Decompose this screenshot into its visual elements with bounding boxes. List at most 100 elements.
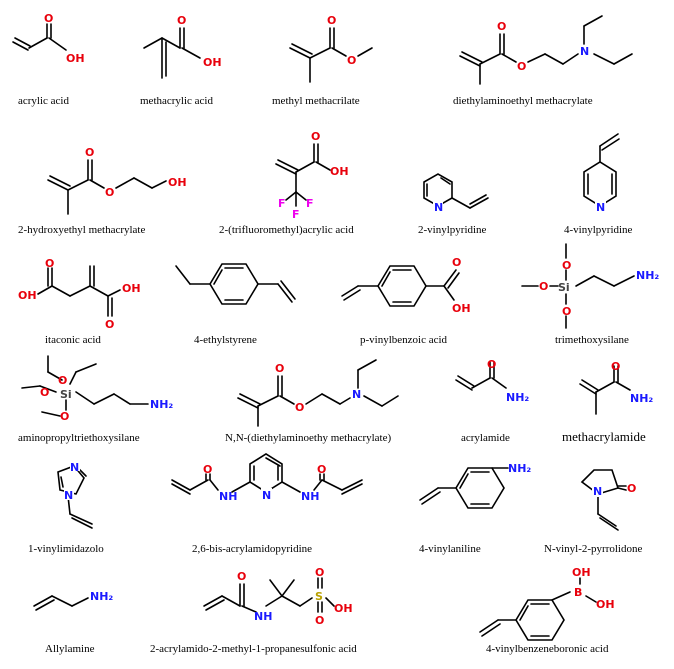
atom-N: N — [64, 489, 73, 502]
molecule-label: 2,6-bis-acrylamidopyridine — [192, 543, 312, 555]
molecule-trimethoxysilane: O O Si O NH₂ trimethoxysilane — [521, 243, 659, 346]
molecule-label: 4-vinylbenzeneboronic acid — [486, 643, 609, 655]
atom-O: O — [237, 570, 246, 583]
atom-O: O — [497, 20, 506, 33]
atom-N: N — [70, 461, 79, 474]
molecule-diethylaminoethyl-methacrylate: O O N diethylaminoethyl methacrylate — [453, 15, 633, 107]
molecule-label: 2-hydroxyethyl methacrylate — [18, 224, 145, 236]
molecule-trifluoromethyl-acrylic-acid: O OH F F F 2-(trifluoromethyl)acrylic ac… — [219, 130, 354, 236]
atom-NH2: NH₂ — [150, 398, 173, 411]
molecule-label: acrylamide — [461, 432, 510, 444]
atom-OH: OH — [596, 598, 615, 611]
atom-O: O — [85, 146, 94, 159]
atom-F: F — [306, 197, 314, 210]
molecule-allylamine: NH₂ Allylamine — [33, 590, 113, 655]
atom-OH: OH — [334, 602, 353, 615]
atom-Si: Si — [60, 388, 72, 401]
atom-OH: OH — [168, 176, 187, 189]
atom-O: O — [517, 60, 526, 73]
molecule-4-vinylaniline: NH₂ 4-vinylaniline — [419, 462, 531, 555]
atom-O: O — [539, 280, 548, 293]
molecule-4-vinylpyridine: N 4-vinylpyridine — [564, 133, 633, 236]
molecule-label: Allylamine — [45, 643, 95, 655]
atom-O: O — [58, 374, 67, 387]
atom-OH: OH — [452, 302, 471, 315]
atom-B: B — [574, 586, 582, 599]
atom-O: O — [562, 305, 571, 318]
atom-N: N — [596, 201, 605, 214]
molecule-2-hydroxyethyl-methacrylate: O O OH 2-hydroxyethyl methacrylate — [18, 146, 187, 236]
atom-OH: OH — [122, 282, 141, 295]
molecule-n-vinyl-pyrrolidone: N O N-vinyl-2-pyrrolidone — [544, 469, 642, 555]
molecule-acrylamide: O NH₂ acrylamide — [455, 358, 529, 444]
molecule-amps: O NH O S O OH 2-acrylamido-2-methyl-1-pr… — [150, 566, 357, 655]
molecule-p-vinylbenzoic-acid: O OH p-vinylbenzoic acid — [341, 256, 471, 346]
atom-N: N — [434, 201, 443, 214]
atom-O: O — [295, 401, 304, 414]
molecule-acrylic-acid: O OH acrylic acid — [12, 12, 85, 107]
molecule-4-ethylstyrene: 4-ethylstyrene — [175, 263, 296, 346]
atom-OH: OH — [66, 52, 85, 65]
molecule-label: 1-vinylimidazolo — [28, 543, 104, 555]
atom-NH2: NH₂ — [508, 462, 531, 475]
atom-O: O — [60, 410, 69, 423]
molecule-label: N-vinyl-2-pyrrolidone — [544, 543, 642, 555]
molecule-label: itaconic acid — [45, 334, 101, 346]
molecule-label: diethylaminoethyl methacrylate — [453, 95, 593, 107]
molecule-label: aminopropyltriethoxysilane — [18, 432, 140, 444]
molecule-label: methacrylic acid — [140, 95, 213, 107]
atom-O: O — [487, 358, 496, 371]
atom-NH: NH — [301, 490, 319, 503]
atom-N: N — [580, 45, 589, 58]
molecule-label: trimethoxysilane — [555, 334, 629, 346]
molecule-bis-acrylamidopyridine: O NH N NH O 2,6-bis-acrylamidopyridine — [171, 453, 363, 555]
molecule-label: 4-vinylaniline — [419, 543, 481, 555]
atom-O: O — [627, 482, 636, 495]
atom-N: N — [352, 388, 361, 401]
atom-NH2: NH₂ — [506, 391, 529, 404]
atom-O: O — [317, 463, 326, 476]
atom-F: F — [278, 197, 286, 210]
molecule-label: p-vinylbenzoic acid — [360, 334, 448, 346]
atom-OH: OH — [572, 566, 591, 579]
atom-O: O — [327, 14, 336, 27]
atom-F: F — [292, 208, 300, 221]
atom-NH2: NH₂ — [90, 590, 113, 603]
molecule-label: 4-vinylpyridine — [564, 224, 633, 236]
atom-O: O — [40, 386, 49, 399]
atom-N: N — [262, 489, 271, 502]
molecule-label: methyl methacrilate — [272, 95, 360, 107]
atom-O: O — [177, 14, 186, 27]
molecule-methacrylic-acid: O OH methacrylic acid — [140, 14, 222, 107]
molecule-1-vinylimidazolo: N N 1-vinylimidazolo — [28, 459, 104, 555]
molecule-nn-diethylaminoethy-methacrylate: O O N N,N-(diethylaminoethy methacrylate… — [225, 359, 399, 444]
molecule-4-vinylbenzeneboronic-acid: OH B OH 4-vinylbenzeneboronic acid — [479, 566, 615, 655]
molecule-itaconic-acid: O OH OH O itaconic acid — [18, 257, 141, 346]
molecule-label: methacrylamide — [562, 429, 646, 444]
atom-O: O — [44, 12, 53, 25]
molecule-methyl-methacrilate: O O methyl methacrilate — [272, 14, 373, 107]
molecule-label: 2-vinylpyridine — [418, 224, 487, 236]
atom-Si: Si — [558, 281, 570, 294]
atom-NH: NH — [254, 610, 272, 623]
atom-O: O — [105, 186, 114, 199]
molecule-label: 2-(trifluoromethyl)acrylic acid — [219, 224, 354, 236]
atom-O: O — [311, 130, 320, 143]
atom-O: O — [452, 256, 461, 269]
molecule-methacrylamide: O NH₂ methacrylamide — [562, 360, 653, 444]
atom-NH2: NH₂ — [630, 392, 653, 405]
atom-O: O — [347, 54, 356, 67]
atom-S: S — [315, 590, 323, 603]
atom-OH: OH — [330, 165, 349, 178]
atom-O: O — [315, 566, 324, 579]
molecule-label: 2-acrylamido-2-methyl-1-propanesulfonic … — [150, 643, 357, 655]
molecule-label: 4-ethylstyrene — [194, 334, 257, 346]
atom-O: O — [562, 259, 571, 272]
atom-O: O — [45, 257, 54, 270]
atom-NH: NH — [219, 490, 237, 503]
atom-O: O — [315, 614, 324, 627]
atom-O: O — [611, 360, 620, 373]
molecule-label: N,N-(diethylaminoethy methacrylate) — [225, 432, 391, 444]
